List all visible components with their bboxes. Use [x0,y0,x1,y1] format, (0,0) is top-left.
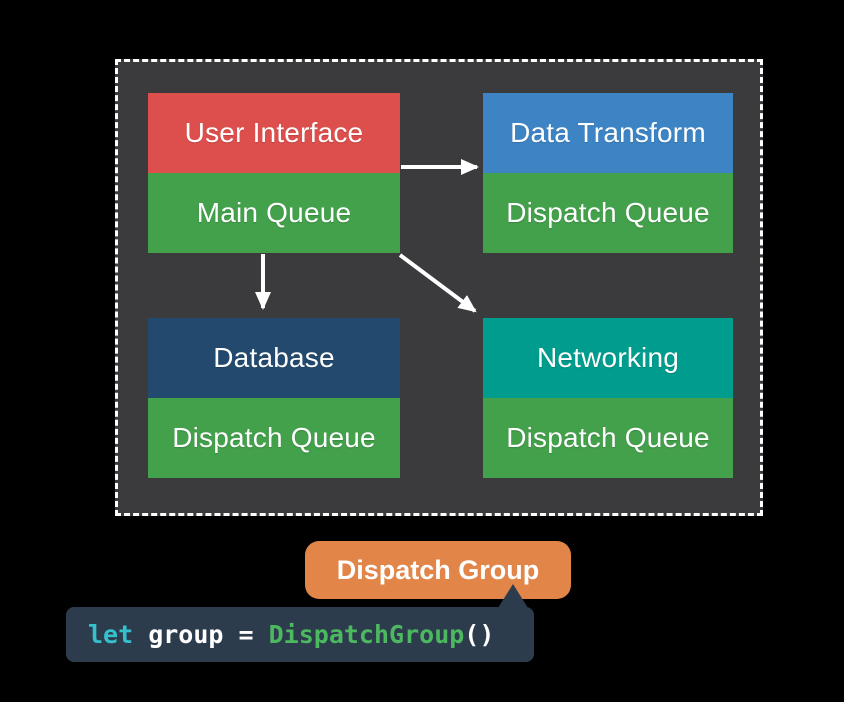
queue-box-header: Database [148,318,400,398]
code-token-keyword: let [88,620,134,649]
queue-box-header: Data Transform [483,93,733,173]
code-callout-tail [498,584,528,608]
queue-box-body: Dispatch Queue [483,173,733,253]
queue-box-body: Dispatch Queue [148,398,400,478]
queue-box-header: Networking [483,318,733,398]
dispatch-group-callout: Dispatch Group [305,541,571,599]
code-token-parens: () [464,620,495,649]
dispatch-group-label: Dispatch Group [336,554,540,585]
code-token-type: DispatchGroup [268,620,465,649]
queue-box-header: User Interface [148,93,400,173]
queue-box-body: Dispatch Queue [483,398,733,478]
code-token-identifier: group = [133,620,269,649]
queue-box-database: Database Dispatch Queue [148,318,400,478]
code-snippet-box: let group = DispatchGroup() [66,607,534,662]
queue-box-networking: Networking Dispatch Queue [483,318,733,478]
queue-box-data-transform: Data Transform Dispatch Queue [483,93,733,253]
queue-box-body: Main Queue [148,173,400,253]
queue-box-user-interface: User Interface Main Queue [148,93,400,253]
code-line: let group = DispatchGroup() [88,620,494,649]
